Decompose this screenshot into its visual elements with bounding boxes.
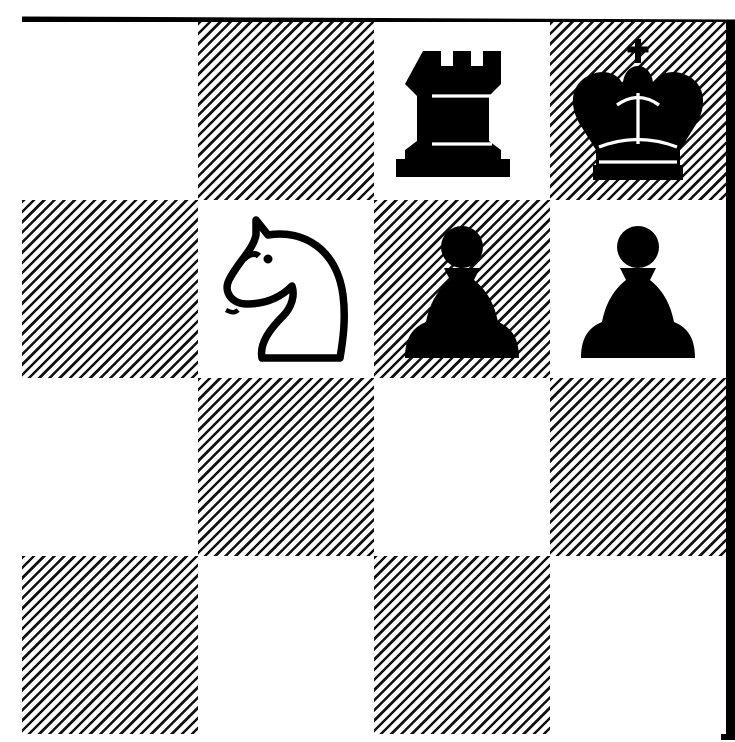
board-square[interactable] [198, 378, 374, 556]
board-square[interactable] [374, 556, 550, 734]
black-rook-icon[interactable] [387, 36, 537, 186]
black-king-icon[interactable] [563, 36, 713, 186]
board-square[interactable] [198, 556, 374, 734]
board-square[interactable] [22, 22, 198, 200]
board-square[interactable] [22, 556, 198, 734]
board-square[interactable] [374, 200, 550, 378]
board-square[interactable] [22, 378, 198, 556]
black-pawn-icon[interactable] [563, 214, 713, 364]
board-square[interactable] [550, 556, 726, 734]
board-square[interactable] [550, 200, 726, 378]
board-square[interactable] [374, 378, 550, 556]
black-pawn-icon[interactable] [387, 214, 537, 364]
white-knight-icon[interactable] [211, 214, 361, 364]
board-square[interactable] [550, 22, 726, 200]
board-square[interactable] [550, 378, 726, 556]
chess-board-fragment [22, 22, 732, 740]
board-square[interactable] [22, 200, 198, 378]
board-square[interactable] [374, 22, 550, 200]
board-square[interactable] [198, 200, 374, 378]
board-square[interactable] [198, 22, 374, 200]
